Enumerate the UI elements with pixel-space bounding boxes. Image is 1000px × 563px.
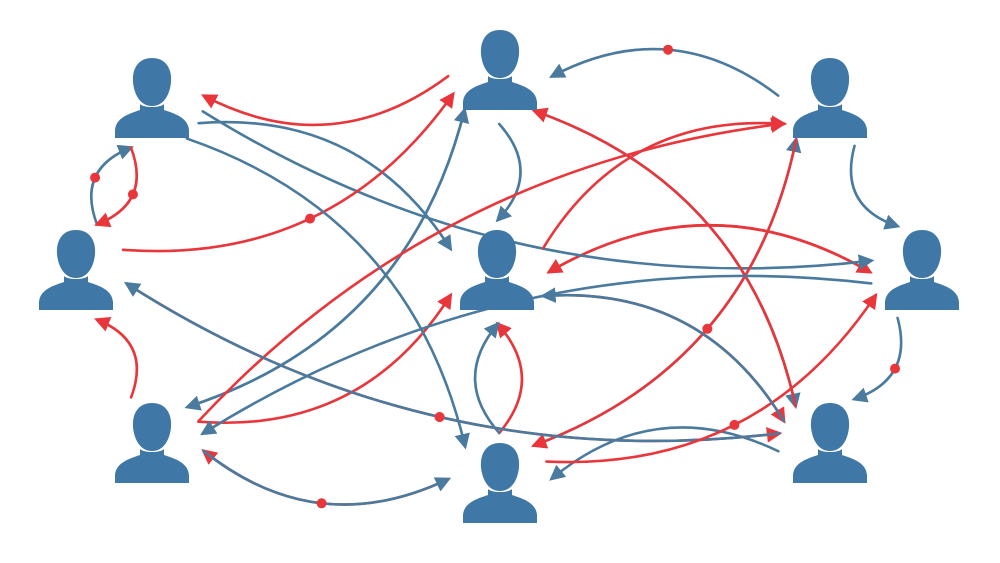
edge-top-center-to-bottom-left bbox=[184, 108, 466, 411]
person-icon-middle-left bbox=[39, 230, 113, 310]
edge-dot-marker bbox=[729, 419, 740, 430]
edge-dot-marker bbox=[434, 411, 445, 422]
edge-bottom-left-to-center bbox=[197, 292, 453, 424]
edge-bottom-center-to-top-right bbox=[532, 136, 802, 447]
person-nodes bbox=[39, 30, 959, 523]
edge-top-left-to-middle-right bbox=[201, 110, 875, 270]
edge-dot-marker bbox=[305, 213, 315, 224]
edge-dot-marker bbox=[90, 172, 101, 183]
edge-top-right-to-middle-right bbox=[849, 144, 901, 230]
edge-bottom-center-to-center bbox=[495, 321, 524, 435]
person-icon-bottom-right bbox=[793, 403, 867, 483]
edge-top-left-to-bottom-center bbox=[185, 137, 470, 450]
edge-bottom-right-to-middle-left bbox=[124, 281, 781, 443]
edge-dot-marker bbox=[127, 189, 138, 200]
person-icon-top-center bbox=[463, 30, 537, 110]
person-icon-center bbox=[460, 230, 534, 310]
edge-bottom-right-to-center bbox=[540, 287, 786, 423]
edge-top-left-to-middle-left bbox=[94, 146, 139, 228]
edge-bottom-right-to-bottom-center bbox=[549, 426, 780, 481]
edge-top-center-to-top-left bbox=[201, 74, 450, 127]
edge-middle-left-to-top-left bbox=[89, 144, 134, 226]
person-icon-middle-right bbox=[885, 230, 959, 310]
edge-top-right-to-bottom-center bbox=[530, 138, 798, 449]
edge-bottom-left-to-middle-left bbox=[94, 317, 139, 399]
person-icon-bottom-left bbox=[115, 403, 189, 483]
edge-top-left-to-center bbox=[197, 120, 453, 252]
person-icon-top-right bbox=[793, 58, 867, 138]
edge-dot-marker bbox=[663, 44, 674, 55]
edge-middle-right-to-bottom-right bbox=[851, 316, 903, 403]
edge-top-right-to-top-center bbox=[549, 47, 780, 97]
edge-top-center-to-center bbox=[495, 122, 522, 223]
edge-bottom-left-to-bottom-center bbox=[202, 449, 452, 506]
edge-middle-left-to-bottom-right bbox=[125, 282, 783, 443]
edge-bottom-right-to-top-center bbox=[531, 107, 797, 408]
edge-bottom-left-to-top-right bbox=[197, 117, 787, 423]
edge-bottom-center-to-bottom-left bbox=[201, 448, 450, 506]
person-icon-bottom-center bbox=[463, 443, 537, 523]
edge-bottom-center-to-center bbox=[473, 321, 501, 435]
connection-edges bbox=[89, 44, 903, 509]
edge-middle-right-to-bottom-left bbox=[200, 274, 873, 436]
edge-dot-marker bbox=[890, 363, 901, 374]
person-icon-top-left bbox=[115, 58, 189, 138]
edge-dot-marker bbox=[316, 498, 327, 509]
